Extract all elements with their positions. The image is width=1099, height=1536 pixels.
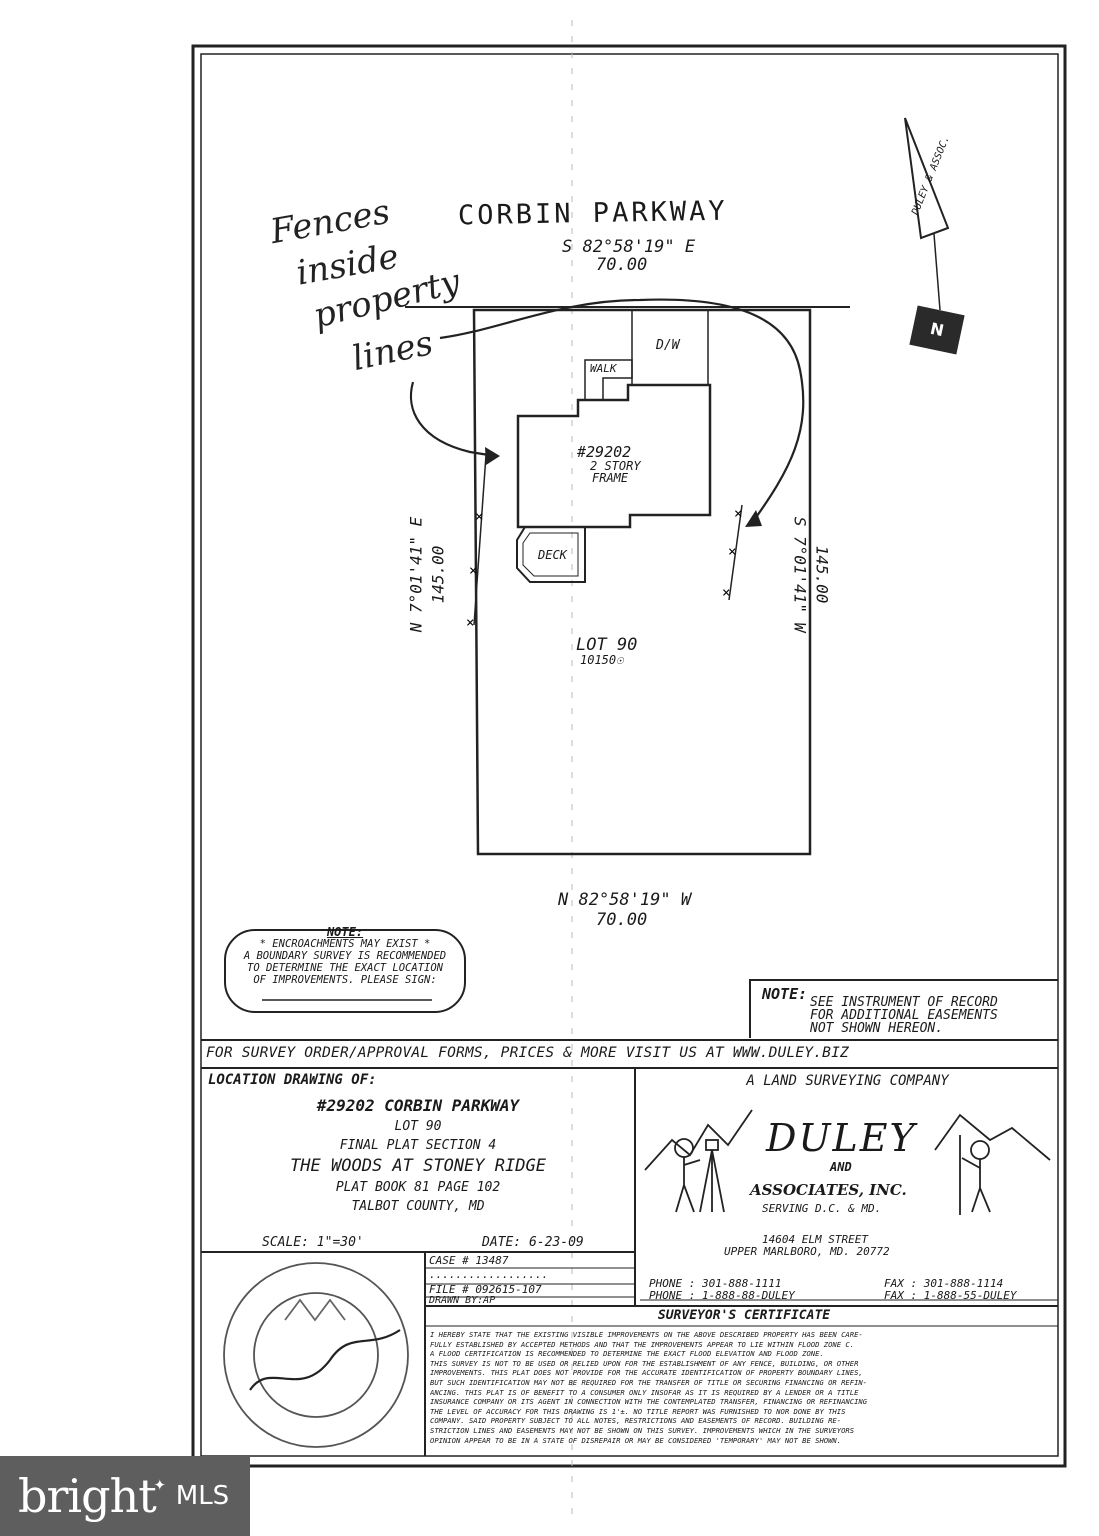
company-tagline: A LAND SURVEYING COMPANY [746,1073,949,1089]
bearing-top: S 82°58'19" E [562,237,696,257]
house-number: #29202 [577,443,632,461]
company-and: AND [830,1160,852,1174]
lot-label: LOT 90 [576,635,638,655]
bright-logo-text: bright [18,1469,157,1523]
company-city: UPPER MARLBORO, MD. 20772 [724,1245,890,1258]
inner-frame [200,53,1059,1457]
surveyor-figure-right [934,1113,1051,1215]
distance-bottom: 70.00 [596,910,648,930]
svg-text:×: × [469,563,477,579]
bearing-bottom: N 82°58'19" W [558,890,692,910]
street-name: CORBIN PARKWAY [457,195,728,232]
cert-line: ANCING. THIS PLAT IS OF BENEFIT TO A CON… [430,1387,859,1397]
bright-logo-mark: ✦ [153,1471,166,1495]
case-number: CASE # 13487 [429,1254,509,1267]
cert-line: I HEREBY STATE THAT THE EXISTING VISIBLE… [430,1330,863,1339]
cert-line: INSURANCE COMPANY OR ITS AGENT IN CONNEC… [430,1397,868,1407]
annotation-arrow-left [439,298,805,524]
cert-line: THE LEVEL OF ACCURACY FOR THIS DRAWING I… [430,1406,846,1416]
company-street: 14604 ELM STREET [762,1233,868,1246]
certificate-title: SURVEYOR'S CERTIFICATE [657,1308,831,1323]
lot-area: 10150☉ [580,653,624,667]
company-fax-2: FAX : 1-888-55-DULEY [884,1289,1017,1302]
bearing-left: N 7°01'41" E [406,516,426,633]
note-left: NOTE: * ENCROACHMENTS MAY EXIST * A BOUN… [225,926,465,986]
svg-text:×: × [728,544,736,560]
note-left-line4: OF IMPROVEMENTS. PLEASE SIGN: [253,974,437,986]
cert-line: A FLOOD CERTIFICATION IS RECOMMENDED TO … [430,1349,824,1359]
company-associates: ASSOCIATES, INC. [750,1181,907,1199]
note-left-line3: TO DETERMINE THE EXACT LOCATION [247,962,443,974]
distance-top: 70.00 [596,255,648,275]
surveyor-figure-left [644,1109,753,1213]
note-right-title: NOTE: [762,985,808,1003]
survey-order-banner: FOR SURVEY ORDER/APPROVAL FORMS, PRICES … [206,1045,849,1061]
company-phone-1: PHONE : 301-888-1111 [649,1277,782,1290]
note-box-left [224,929,466,1013]
fence-left [473,454,487,626]
bright-logo-suffix: MLS [175,1481,230,1511]
house-description-2: FRAME [592,471,629,485]
house-description-1: 2 STORY [590,459,641,473]
surveyor-seal [223,1262,409,1448]
company-phone-2: PHONE : 1-888-88-DULEY [649,1289,795,1302]
walk-label: WALK [590,362,617,375]
deck-outline [516,526,586,583]
certificate-body: I HEREBY STATE THAT THE EXISTING VISIBLE… [430,1330,1055,1445]
company-fax-1: FAX : 301-888-1114 [884,1277,1004,1290]
case-dots: .................. [429,1268,549,1281]
deck-label: DECK [538,548,567,562]
svg-text:N: N [929,319,946,340]
cert-line: IMPROVEMENTS. THIS PLAT DOES NOT PROVIDE… [430,1368,863,1378]
note-right-line3: NOT SHOWN HEREON. [810,1021,944,1036]
note-left-title: NOTE: [326,925,364,939]
outer-frame [191,44,1067,1468]
svg-text:×: × [475,509,483,525]
location-lot: LOT 90 [394,1119,442,1134]
cert-line: BUT SUCH IDENTIFICATION MAY NOT BE REQUI… [430,1377,868,1387]
svg-text:×: × [734,506,742,522]
bearing-right: S 7°01'41" W [790,516,810,633]
location-plat-book: PLAT BOOK 81 PAGE 102 [335,1180,501,1195]
note-left-line2: A BOUNDARY SURVEY IS RECOMMENDED [243,950,447,962]
cert-line: THIS SURVEY IS NOT TO BE USED OR RELIED … [430,1358,859,1368]
cert-line: COMPANY. SAID PROPERTY SUBJECT TO ALL NO… [430,1416,842,1426]
location-county: TALBOT COUNTY, MD [351,1199,485,1214]
company-serving: SERVING D.C. & MD. [762,1202,882,1215]
svg-text:×: × [466,615,474,631]
distance-right: 145.00 [812,545,832,604]
location-subdivision: THE WOODS AT STONEY RIDGE [290,1156,546,1176]
location-block: #29202 CORBIN PARKWAY LOT 90 FINAL PLAT … [201,1096,635,1214]
cert-line: FULLY ESTABLISHED BY ACCEPTED METHODS AN… [430,1339,855,1349]
distance-left: 145.00 [428,545,448,604]
fence-right [728,504,743,601]
cert-line: OPINION APPEAR TO BE IN A STATE OF DISRE… [430,1435,842,1445]
driveway-label: D/W [656,338,680,353]
location-address: #29202 CORBIN PARKWAY [316,1096,520,1115]
note-right-line1: SEE INSTRUMENT OF RECORD [810,995,998,1010]
file-number: FILE # 092615-107 [429,1283,542,1296]
note-right-line2: FOR ADDITIONAL EASEMENTS [810,1008,998,1023]
drawn-by: DRAWN BY:AP [429,1295,496,1306]
company-name: DULEY [766,1116,917,1160]
location-heading: LOCATION DRAWING OF: [208,1072,377,1088]
bright-mls-watermark: bright ✦ MLS [0,1456,250,1536]
note-right: SEE INSTRUMENT OF RECORD FOR ADDITIONAL … [810,996,998,1035]
svg-text:×: × [722,585,730,601]
cert-line: STRICTION LINES AND EASEMENTS MAY NOT BE… [430,1425,855,1435]
lot-boundary [472,308,812,856]
scale-label: SCALE: 1"=30' [262,1235,364,1250]
date-label: DATE: 6-23-09 [482,1235,584,1250]
north-arrow: N [904,117,965,355]
note-left-line1: * ENCROACHMENTS MAY EXIST * [259,938,431,950]
location-plat: FINAL PLAT SECTION 4 [339,1138,497,1153]
house-outline [516,383,712,529]
